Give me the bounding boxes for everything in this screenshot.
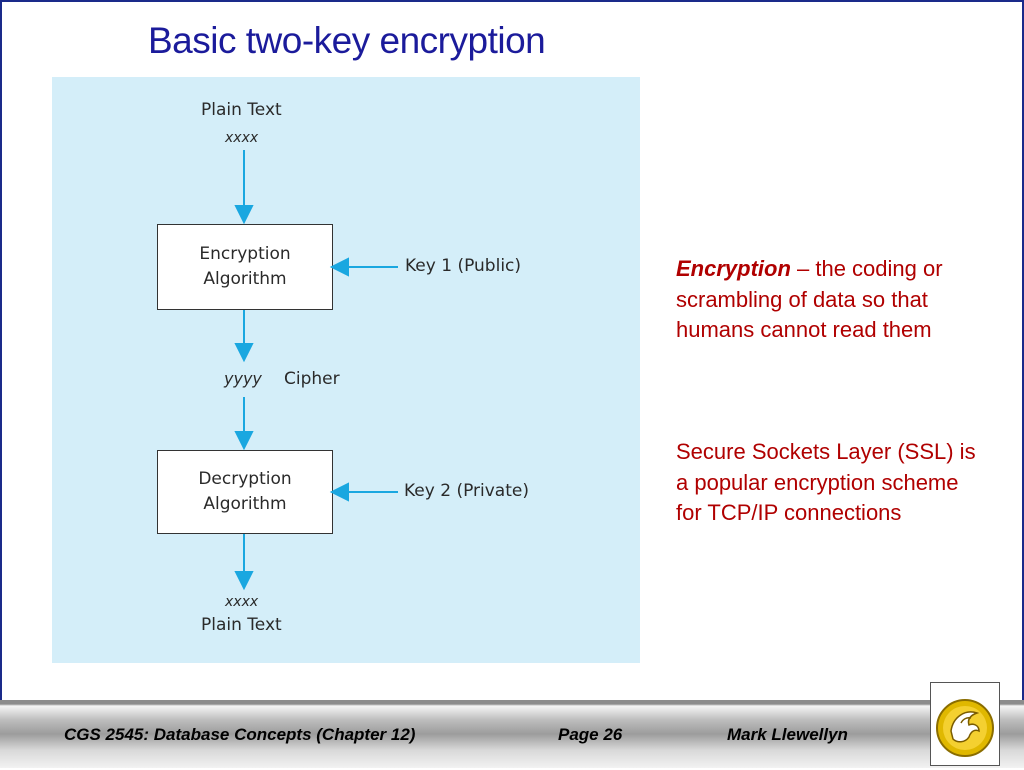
encryption-definition-text: – the coding or scrambling of data so th… [676,256,943,342]
encryption-box-line-2: Algorithm [203,269,287,289]
key1-label: Key 1 (Public) [405,256,522,276]
encryption-box-line-1: Encryption [199,244,291,264]
encryption-diagram [52,77,640,663]
ssl-note: Secure Sockets Layer (SSL) is a popular … [676,439,976,525]
cipher-value: yyyy [224,369,262,388]
arrowhead-key2-to-decryption [329,482,349,502]
arrowhead-key1-to-encryption [329,257,349,277]
decryption-box-line-2: Algorithm [203,494,287,514]
arrowhead-encryption-to-cipher [234,343,254,363]
plain-text-top-label: Plain Text [201,100,282,120]
logo-frame [930,682,1000,766]
footer-band [0,700,1024,768]
footer-page-number: Page 26 [558,725,623,744]
arrowhead-decryption-to-plain [234,571,254,591]
arrowhead-plain-to-encryption [234,205,254,225]
footer-course: CGS 2545: Database Concepts (Chapter 12) [64,725,416,744]
arrowhead-cipher-to-decryption [234,431,254,451]
encryption-term: Encryption [676,256,791,281]
cipher-label: Cipher [284,369,340,389]
encryption-definition: Encryption – the coding or scrambling of… [676,254,976,346]
pegasus-logo [936,699,994,757]
decryption-box-line-1: Decryption [198,469,292,489]
footer-author: Mark Llewellyn [727,725,848,744]
encryption-algorithm-box: Encryption Algorithm [157,224,333,310]
slide-title: Basic two-key encryption [148,20,546,61]
plain-value-bottom: xxxx [225,594,259,610]
plain-value-top: xxxx [225,130,259,146]
plain-text-bottom-label: Plain Text [201,615,282,635]
key2-label: Key 2 (Private) [404,481,529,501]
slide-footer: CGS 2545: Database Concepts (Chapter 12)… [0,700,1024,768]
decryption-algorithm-box: Decryption Algorithm [157,450,333,534]
